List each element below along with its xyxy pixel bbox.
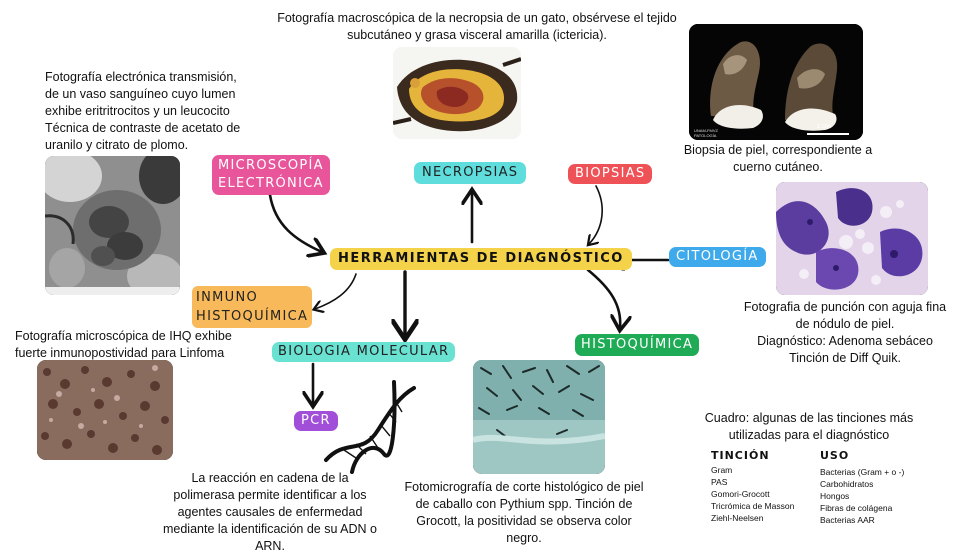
- stain-table-cell: Tricrómica de Masson: [711, 501, 795, 511]
- caption-histoquimica: Fotomicrografía de corte histológico de …: [404, 480, 644, 545]
- caption-pcr: La reacción en cadena de la polimerasa p…: [162, 471, 377, 553]
- stain-table-cell: Fibras de colágena: [820, 503, 893, 513]
- arrow-inmuno: [315, 273, 357, 309]
- stain-table-cell: Gomori-Grocott: [711, 489, 770, 499]
- stain-table-col-tincion: Gram PAS Gomori-Grocott Tricrómica de Ma…: [711, 464, 816, 524]
- arrow-biopsias: [589, 185, 603, 244]
- cytology-photo: [776, 182, 928, 295]
- biopsy-corner-label: UNAM-FMVZ PATOLOGÍA: [694, 128, 718, 138]
- necropsy-photo: [393, 47, 521, 139]
- caption-necropsia: Fotografía macroscópica de la necropsia …: [277, 11, 677, 42]
- biopsy-photo: 1 cm UNAM-FMVZ PATOLOGÍA: [689, 24, 863, 140]
- stain-table-cell: Carbohidratos: [820, 479, 874, 489]
- node-necropsias: NECROPSIAS: [414, 162, 527, 184]
- caption-microscopia: Fotografía electrónica transmisión, de u…: [45, 70, 241, 152]
- center-node-herramientas: HERRAMIENTAS DE DIAGNÓSTICO: [330, 248, 632, 270]
- stain-table-col-uso: Bacterias (Gram + o -) Carbohidratos Hon…: [820, 466, 925, 526]
- stain-table-cell: Bacterias (Gram + o -): [820, 467, 905, 477]
- arrow-microscopia: [268, 193, 322, 252]
- dna-helix-icon: [324, 380, 416, 474]
- stain-table-cell: Ziehl-Neelsen: [711, 513, 764, 523]
- connector-arrows: [268, 185, 670, 540]
- node-microscopia: MICROSCOPÍA ELECTRÓNICA: [212, 155, 330, 195]
- stain-table-caption: Cuadro: algunas de las tinciones más uti…: [704, 411, 914, 442]
- node-biopsias: BIOPSIAS: [568, 164, 653, 184]
- arrow-histoquimica: [586, 268, 620, 328]
- biopsy-scale-label: 1 cm: [817, 124, 831, 130]
- stain-table-header-uso: USO: [820, 449, 850, 462]
- stain-table-cell: Bacterias AAR: [820, 515, 875, 525]
- caption-biopsia: Biopsia de piel, correspondiente a cuern…: [683, 143, 873, 174]
- node-inmuno: INMUNO HISTOQUÍMICA: [192, 286, 313, 328]
- stain-table-cell: Gram: [711, 465, 733, 475]
- node-histoquimica: HISTOQUÍMICA: [575, 334, 700, 356]
- node-biologia-molecular: BIOLOGIA MOLECULAR: [272, 342, 456, 362]
- electron-micrograph-photo: [45, 156, 180, 295]
- stain-table-header-tincion: TINCIÓN: [711, 449, 770, 462]
- caption-citologia: Fotografia de punción con aguja fina de …: [743, 300, 947, 365]
- stain-table-cell: PAS: [711, 477, 728, 487]
- ihq-photo: [37, 360, 173, 460]
- stain-table-cell: Hongos: [820, 491, 850, 501]
- node-pcr: PCR: [294, 411, 338, 431]
- node-citologia: CITOLOGÍA: [669, 247, 766, 267]
- caption-ihq: Fotografía microscópica de IHQ exhibe fu…: [15, 329, 232, 360]
- grocott-stain-photo: [473, 360, 605, 474]
